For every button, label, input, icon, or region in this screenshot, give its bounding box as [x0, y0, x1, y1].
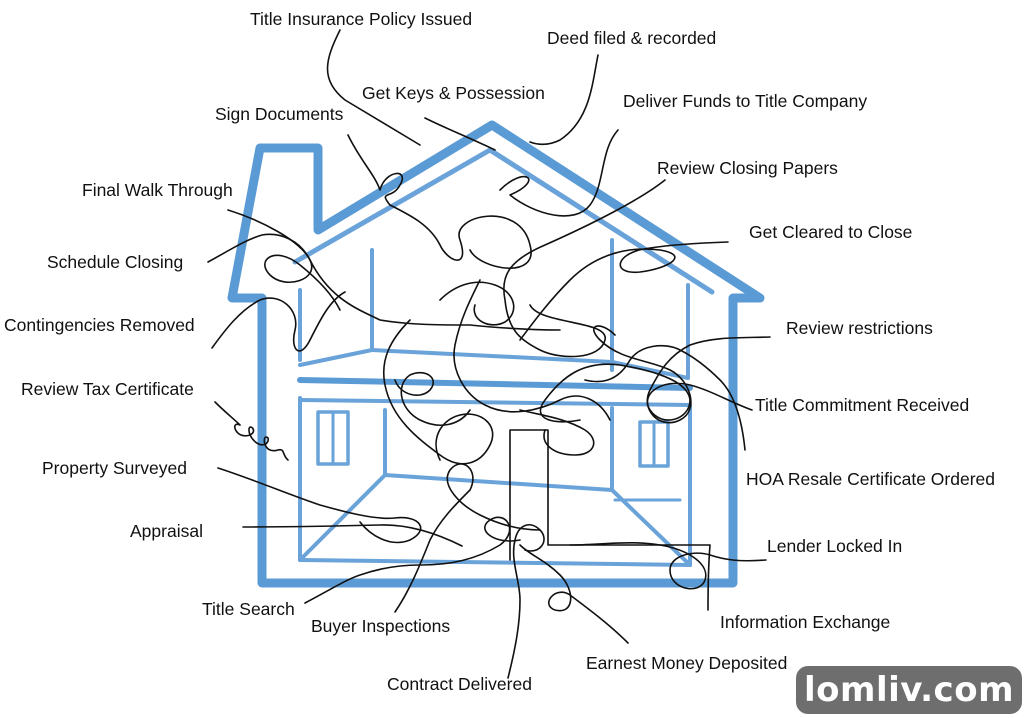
- interior-tangle-1: [383, 319, 494, 465]
- line-title-commitment: [539, 363, 753, 423]
- label-appraisal: Appraisal: [130, 521, 203, 541]
- line-title-search: [304, 516, 521, 604]
- label-lender-locked-in: Lender Locked In: [767, 536, 903, 556]
- line-hoa-resale: [584, 344, 746, 451]
- label-title-commitment: Title Commitment Received: [755, 395, 970, 415]
- interior-tangle-2: [453, 279, 611, 421]
- label-schedule-closing: Schedule Closing: [47, 252, 184, 272]
- room-floor-front: [298, 558, 692, 567]
- room-ceiling: [298, 398, 692, 407]
- interior-tangle-4: [519, 409, 595, 456]
- label-contract-delivered: Contract Delivered: [387, 674, 532, 694]
- line-property-surveyed: [217, 467, 422, 544]
- label-buyer-inspections: Buyer Inspections: [311, 616, 451, 636]
- line-title-insurance: [326, 29, 421, 146]
- house-outer-outline: [227, 120, 765, 588]
- line-appraisal: [242, 524, 463, 547]
- label-contingencies-removed: Contingencies Removed: [4, 315, 195, 335]
- label-information-exchange: Information Exchange: [720, 612, 891, 632]
- line-earnest-money: [519, 544, 629, 644]
- line-contingencies: [211, 291, 346, 352]
- line-information-exchange: [509, 429, 711, 611]
- attic-floor-right: [610, 360, 690, 380]
- label-review-closing-papers: Review Closing Papers: [657, 158, 838, 178]
- line-cleared-close: [519, 241, 729, 341]
- line-get-keys: [424, 117, 496, 151]
- label-sign-documents: Sign Documents: [215, 104, 344, 124]
- label-cleared-to-close: Get Cleared to Close: [749, 222, 913, 242]
- line-review-closing: [503, 179, 666, 358]
- interior-tangle-3: [394, 371, 471, 426]
- label-title-insurance-policy: Title Insurance Policy Issued: [250, 9, 473, 29]
- line-contract-delivered: [507, 524, 545, 679]
- interior-tangle-5: [439, 281, 515, 326]
- label-review-tax-certificate: Review Tax Certificate: [21, 379, 194, 399]
- label-title-search: Title Search: [202, 599, 295, 619]
- site-watermark: lomliv.com: [796, 666, 1022, 714]
- label-review-restrictions: Review restrictions: [786, 318, 933, 338]
- line-buyer-inspections: [394, 463, 541, 613]
- attic-floor-back: [370, 348, 614, 364]
- attic-floor-left: [298, 348, 374, 367]
- roof-inner-line: [292, 147, 715, 295]
- line-deliver-funds: [499, 129, 619, 217]
- label-get-keys: Get Keys & Possession: [362, 83, 545, 103]
- watermark-text: lomliv.com: [804, 670, 1014, 710]
- line-review-tax: [214, 401, 289, 461]
- line-final-walk: [227, 209, 341, 311]
- label-deed-filed: Deed filed & recorded: [547, 28, 717, 48]
- room-floor-right: [610, 488, 692, 567]
- label-deliver-funds: Deliver Funds to Title Company: [623, 91, 868, 111]
- line-sign-documents: [347, 134, 532, 269]
- line-deed-filed: [529, 54, 599, 146]
- line-schedule-closing: [207, 233, 561, 331]
- tangled-lines: [207, 29, 771, 679]
- label-earnest-money: Earnest Money Deposited: [586, 653, 788, 673]
- room-floor-left: [298, 473, 387, 562]
- room-back-floor: [383, 473, 614, 492]
- line-review-restrictions: [593, 325, 771, 424]
- floor-divider: [297, 377, 693, 391]
- label-hoa-resale: HOA Resale Certificate Ordered: [746, 469, 995, 489]
- house-drawing: [227, 120, 765, 588]
- label-property-surveyed: Property Surveyed: [42, 458, 187, 478]
- label-final-walk-through: Final Walk Through: [82, 180, 233, 200]
